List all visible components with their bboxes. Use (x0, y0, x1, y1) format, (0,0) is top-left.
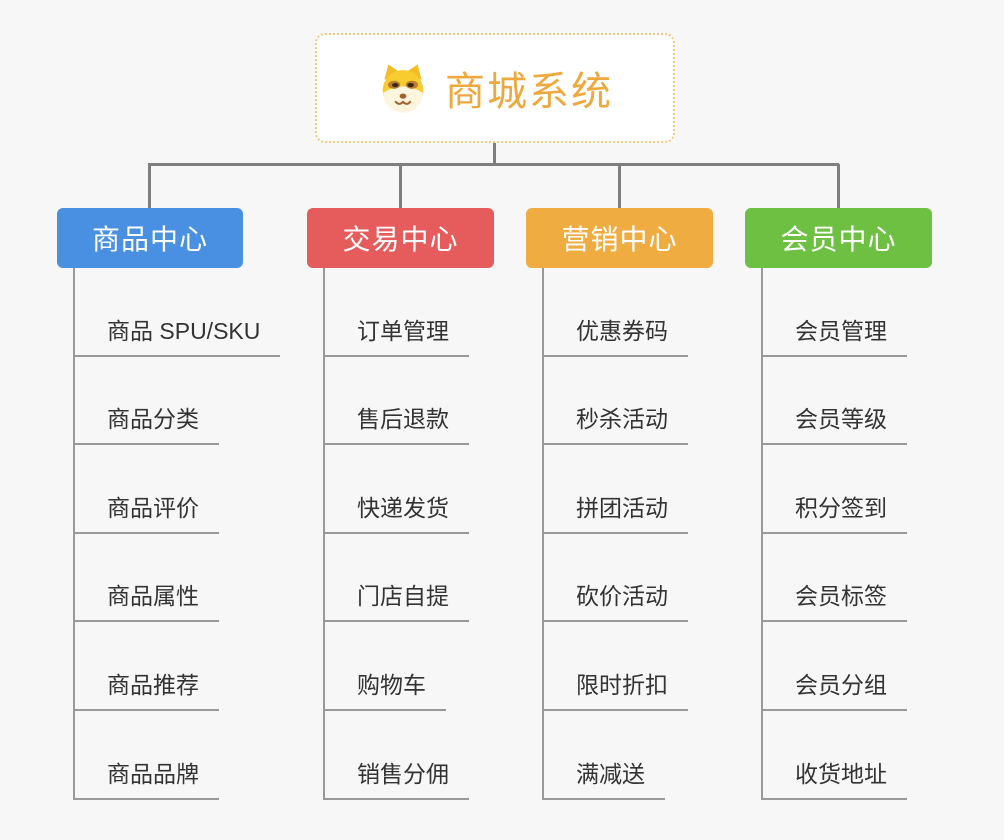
connector-root-stem (493, 143, 496, 165)
leaf-node[interactable]: 会员管理 (763, 268, 907, 357)
leaf-label: 限时折扣 (544, 666, 688, 711)
root-node-mall-system[interactable]: 商城系统 (315, 33, 675, 143)
leaf-label: 销售分佣 (325, 755, 469, 800)
root-node-label: 商城系统 (445, 70, 613, 114)
leaf-node[interactable]: 限时折扣 (544, 622, 688, 711)
leaf-node[interactable]: 快递发货 (325, 445, 469, 534)
leaf-node[interactable]: 门店自提 (325, 534, 469, 623)
leaf-label: 商品属性 (75, 577, 219, 623)
branch-label: 交易中心 (342, 224, 459, 255)
branch-node-marketing-center[interactable]: 营销中心 (526, 208, 713, 268)
branch-node-trade-center[interactable]: 交易中心 (307, 208, 494, 268)
branch-label: 会员中心 (780, 224, 897, 255)
leaf-node[interactable]: 购物车 (325, 622, 469, 711)
leaf-label: 会员分组 (763, 666, 907, 711)
dog-face-icon (377, 62, 429, 114)
leaf-label: 拼团活动 (544, 489, 688, 534)
connector-drop-product (148, 164, 151, 209)
leaf-label: 会员管理 (763, 312, 907, 357)
leaf-label: 商品 SPU/SKU (75, 312, 281, 357)
leaf-label: 门店自提 (325, 577, 469, 623)
leaf-node[interactable]: 满减送 (544, 711, 688, 800)
leaf-node[interactable]: 商品属性 (75, 534, 280, 623)
leaf-node[interactable]: 销售分佣 (325, 711, 469, 800)
branch-node-product-center[interactable]: 商品中心 (57, 208, 243, 268)
leaf-label: 积分签到 (763, 489, 907, 534)
leaf-label: 商品品牌 (75, 755, 219, 800)
leaf-node[interactable]: 会员标签 (763, 534, 907, 623)
leaf-node[interactable]: 拼团活动 (544, 445, 688, 534)
leaf-node[interactable]: 会员等级 (763, 357, 907, 446)
connector-horizontal-rail (148, 163, 839, 166)
leaf-node[interactable]: 会员分组 (763, 622, 907, 711)
leaf-node[interactable]: 秒杀活动 (544, 357, 688, 446)
leaf-label: 会员等级 (763, 400, 907, 446)
leaf-node[interactable]: 售后退款 (325, 357, 469, 446)
leaf-label: 秒杀活动 (544, 400, 688, 446)
leaf-label: 优惠券码 (544, 312, 688, 357)
leaf-label: 快递发货 (325, 489, 469, 534)
connector-drop-member (837, 164, 840, 209)
leaf-label: 砍价活动 (544, 577, 688, 623)
branch-node-member-center[interactable]: 会员中心 (745, 208, 932, 268)
leaf-label: 商品评价 (75, 489, 219, 534)
connector-drop-trade (399, 164, 402, 209)
connector-drop-marketing (618, 164, 621, 209)
leaf-node[interactable]: 商品品牌 (75, 711, 280, 800)
leaf-node[interactable]: 商品推荐 (75, 622, 280, 711)
leaf-node[interactable]: 砍价活动 (544, 534, 688, 623)
child-list-product-center: 商品 SPU/SKU 商品分类 商品评价 商品属性 商品推荐 商品品牌 (73, 268, 281, 800)
leaf-label: 会员标签 (763, 577, 907, 623)
leaf-node[interactable]: 优惠券码 (544, 268, 688, 357)
child-list-marketing-center: 优惠券码 秒杀活动 拼团活动 砍价活动 限时折扣 满减送 (542, 268, 688, 800)
leaf-node[interactable]: 订单管理 (325, 268, 469, 357)
leaf-node[interactable]: 商品分类 (75, 357, 280, 446)
leaf-label: 订单管理 (325, 312, 469, 357)
leaf-label: 售后退款 (325, 400, 469, 446)
leaf-label: 购物车 (325, 666, 446, 711)
leaf-node[interactable]: 商品评价 (75, 445, 280, 534)
leaf-label: 商品分类 (75, 400, 219, 446)
leaf-label: 满减送 (544, 755, 665, 800)
child-list-trade-center: 订单管理 售后退款 快递发货 门店自提 购物车 销售分佣 (323, 268, 469, 800)
leaf-node[interactable]: 商品 SPU/SKU (75, 268, 281, 357)
leaf-label: 商品推荐 (75, 666, 219, 711)
leaf-node[interactable]: 收货地址 (763, 711, 907, 800)
leaf-node[interactable]: 积分签到 (763, 445, 907, 534)
branch-label: 营销中心 (561, 224, 678, 255)
child-list-member-center: 会员管理 会员等级 积分签到 会员标签 会员分组 收货地址 (761, 268, 907, 800)
leaf-label: 收货地址 (763, 755, 907, 800)
branch-label: 商品中心 (91, 224, 208, 255)
